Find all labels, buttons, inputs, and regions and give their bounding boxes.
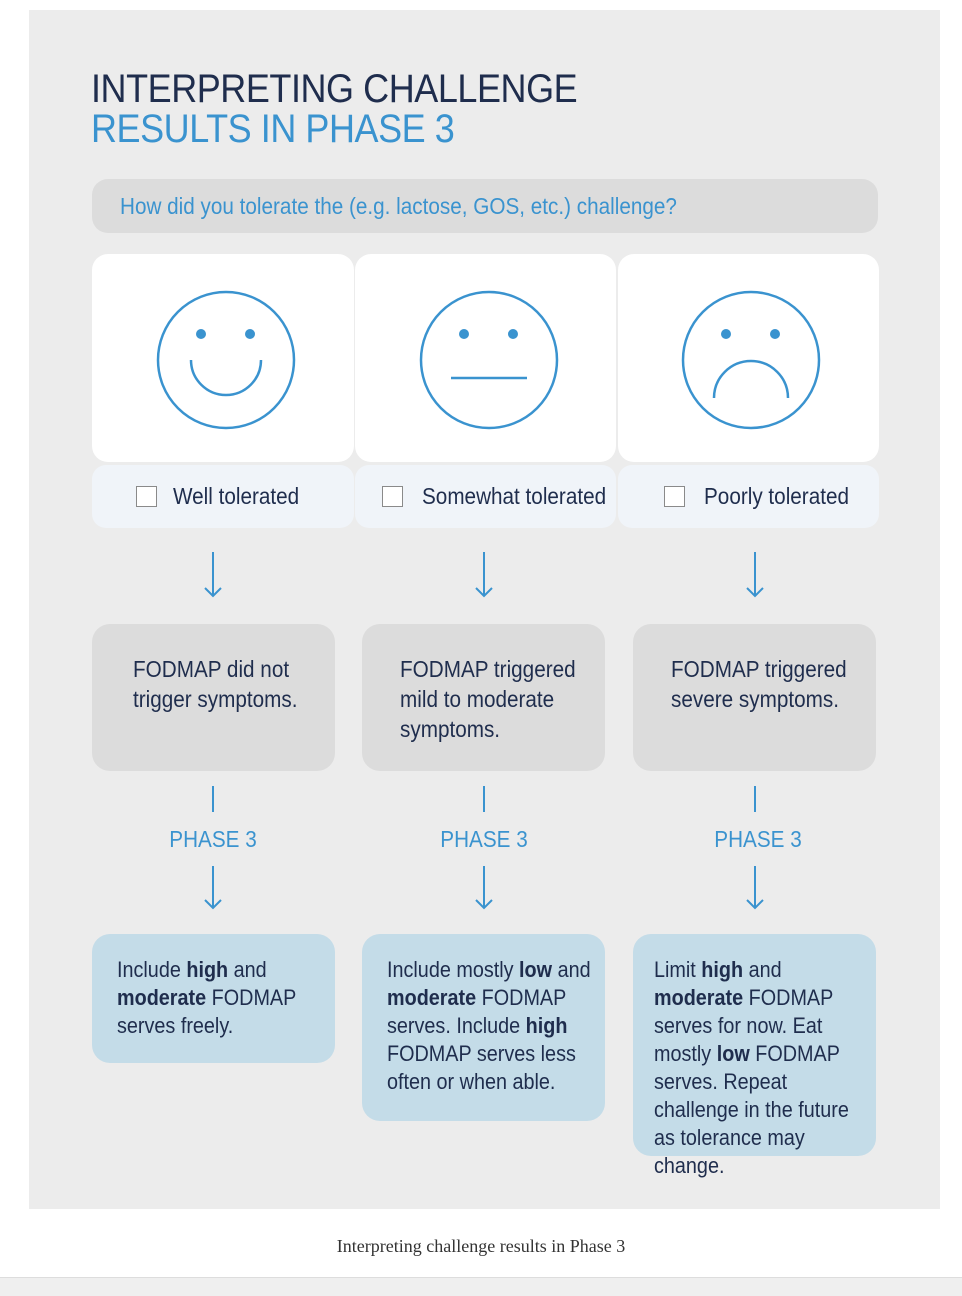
- advice-box-somewhat: Include mostly low and moderate FODMAP s…: [362, 934, 605, 1121]
- sad-face-icon: [681, 290, 821, 430]
- option-label-poorly: Poorly tolerated: [704, 483, 849, 509]
- connector-line: [483, 786, 485, 812]
- footer-strip: [0, 1278, 962, 1296]
- checkbox-poorly[interactable]: [664, 486, 685, 507]
- figure-caption: Interpreting challenge results in Phase …: [336, 1236, 626, 1256]
- face-card-poorly: [618, 254, 879, 462]
- advice-box-poorly: Limit high and moderate FODMAP serves fo…: [633, 934, 876, 1178]
- outcome-text-somewhat: FODMAP triggered mild to moderate sympto…: [400, 656, 576, 742]
- option-label-somewhat: Somewhat tolerated: [422, 483, 607, 509]
- outcome-text-well: FODMAP did not trigger symptoms.: [133, 656, 298, 712]
- divider: [0, 1277, 962, 1278]
- option-poorly[interactable]: Poorly tolerated: [618, 465, 879, 528]
- face-card-somewhat: [355, 254, 616, 462]
- question-bar: How did you tolerate the (e.g. lactose, …: [92, 179, 878, 233]
- option-label-well: Well tolerated: [173, 483, 300, 509]
- question-text: How did you tolerate the (e.g. lactose, …: [120, 193, 677, 219]
- option-well[interactable]: Well tolerated: [92, 465, 354, 528]
- phase-label-well: PHASE 3: [169, 826, 257, 852]
- outcome-text-poorly: FODMAP triggered severe symptoms.: [671, 656, 847, 712]
- option-somewhat[interactable]: Somewhat tolerated: [355, 465, 616, 528]
- advice-text-poorly: Limit high and moderate FODMAP serves fo…: [654, 957, 849, 1178]
- checkbox-somewhat[interactable]: [382, 486, 403, 507]
- phase-label-somewhat: PHASE 3: [440, 826, 528, 852]
- smiley-face-icon: [156, 290, 296, 430]
- advice-text-somewhat: Include mostly low and moderate FODMAP s…: [387, 957, 591, 1094]
- title-line-2: RESULTS IN PHASE 3: [91, 107, 455, 151]
- title-line-1: INTERPRETING CHALLENGE: [91, 67, 578, 111]
- outcome-box-somewhat: FODMAP triggered mild to moderate sympto…: [362, 624, 605, 771]
- neutral-face-icon: [419, 290, 559, 430]
- checkbox-well[interactable]: [136, 486, 157, 507]
- outcome-box-poorly: FODMAP triggered severe symptoms.: [633, 624, 876, 771]
- arrow-down-icon: [475, 866, 493, 910]
- advice-box-well: Include high and moderate FODMAP serves …: [92, 934, 335, 1063]
- arrow-down-icon: [204, 866, 222, 910]
- advice-text-well: Include high and moderate FODMAP serves …: [117, 957, 296, 1038]
- connector-line: [212, 786, 214, 812]
- arrow-down-icon: [204, 552, 222, 598]
- connector-line: [754, 786, 756, 812]
- arrow-down-icon: [746, 866, 764, 910]
- arrow-down-icon: [746, 552, 764, 598]
- outcome-box-well: FODMAP did not trigger symptoms.: [92, 624, 335, 771]
- phase-label-poorly: PHASE 3: [714, 826, 802, 852]
- face-card-well: [92, 254, 354, 462]
- arrow-down-icon: [475, 552, 493, 598]
